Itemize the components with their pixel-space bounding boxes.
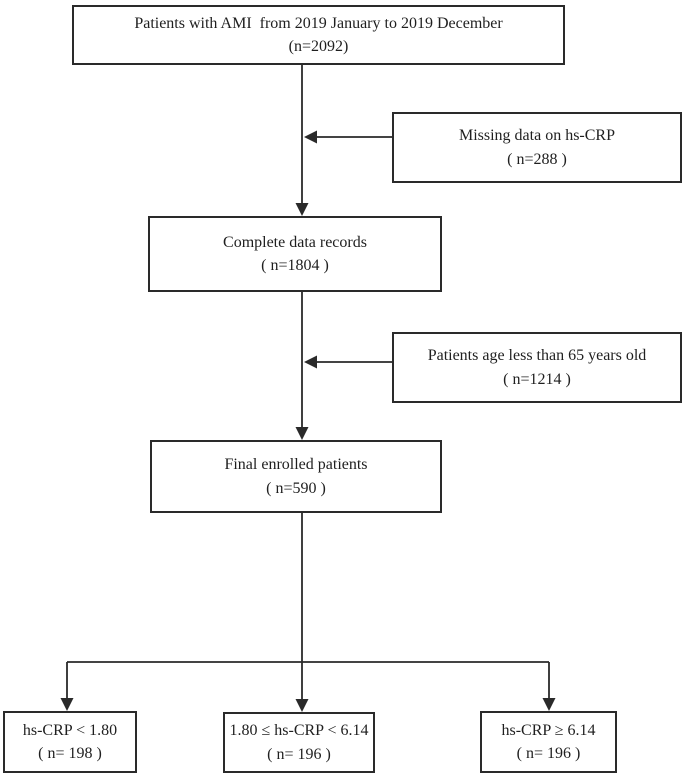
node-patients-ami-label: Patients with AMI from 2019 January to 2… <box>134 14 503 32</box>
node-group-hscrp-high: hs-CRP ≥ 6.14 ( n= 196 ) <box>480 711 617 773</box>
node-group-hscrp-high-count: ( n= 196 ) <box>516 745 581 762</box>
node-missing-data-count: ( n=288 ) <box>507 150 567 168</box>
node-patients-ami-count: (n=2092) <box>288 38 349 55</box>
arrow-complete-to-final <box>295 292 309 440</box>
arrow-final-to-mid-group <box>295 513 309 712</box>
node-complete-records: Complete data records ( n=1804 ) <box>148 216 442 292</box>
node-group-hscrp-low-count: ( n= 198 ) <box>38 745 102 762</box>
node-patients-ami: Patients with AMI from 2019 January to 2… <box>72 5 565 65</box>
node-age-exclusion: Patients age less than 65 years old ( n=… <box>392 332 682 403</box>
arrow-missing-to-mainline <box>304 130 392 144</box>
node-group-hscrp-mid-count: ( n= 196 ) <box>267 745 331 763</box>
arrow-age-to-mainline <box>304 355 392 369</box>
arrow-ami-to-complete <box>295 65 309 216</box>
node-group-hscrp-mid-label: 1.80 ≤ hs-CRP < 6.14 <box>229 722 369 740</box>
node-group-hscrp-mid: 1.80 ≤ hs-CRP < 6.14 ( n= 196 ) <box>223 712 375 773</box>
node-group-hscrp-high-label: hs-CRP ≥ 6.14 <box>501 721 596 739</box>
node-final-enrolled: Final enrolled patients ( n=590 ) <box>150 440 442 513</box>
node-missing-data: Missing data on hs-CRP ( n=288 ) <box>392 112 682 183</box>
node-missing-data-label: Missing data on hs-CRP <box>458 127 615 145</box>
node-complete-records-count: ( n=1804 ) <box>261 257 329 274</box>
node-complete-records-label: Complete data records <box>223 233 367 251</box>
node-final-enrolled-count: ( n=590 ) <box>266 479 326 497</box>
node-age-exclusion-count: ( n=1214 ) <box>503 370 571 388</box>
node-group-hscrp-low-label: hs-CRP < 1.80 <box>22 721 118 739</box>
node-final-enrolled-label: Final enrolled patients <box>224 456 368 474</box>
node-group-hscrp-low: hs-CRP < 1.80 ( n= 198 ) <box>3 711 137 773</box>
arrow-branch-to-low-group <box>60 662 74 711</box>
arrow-branch-to-high-group <box>542 662 556 711</box>
node-age-exclusion-label: Patients age less than 65 years old <box>427 347 647 365</box>
